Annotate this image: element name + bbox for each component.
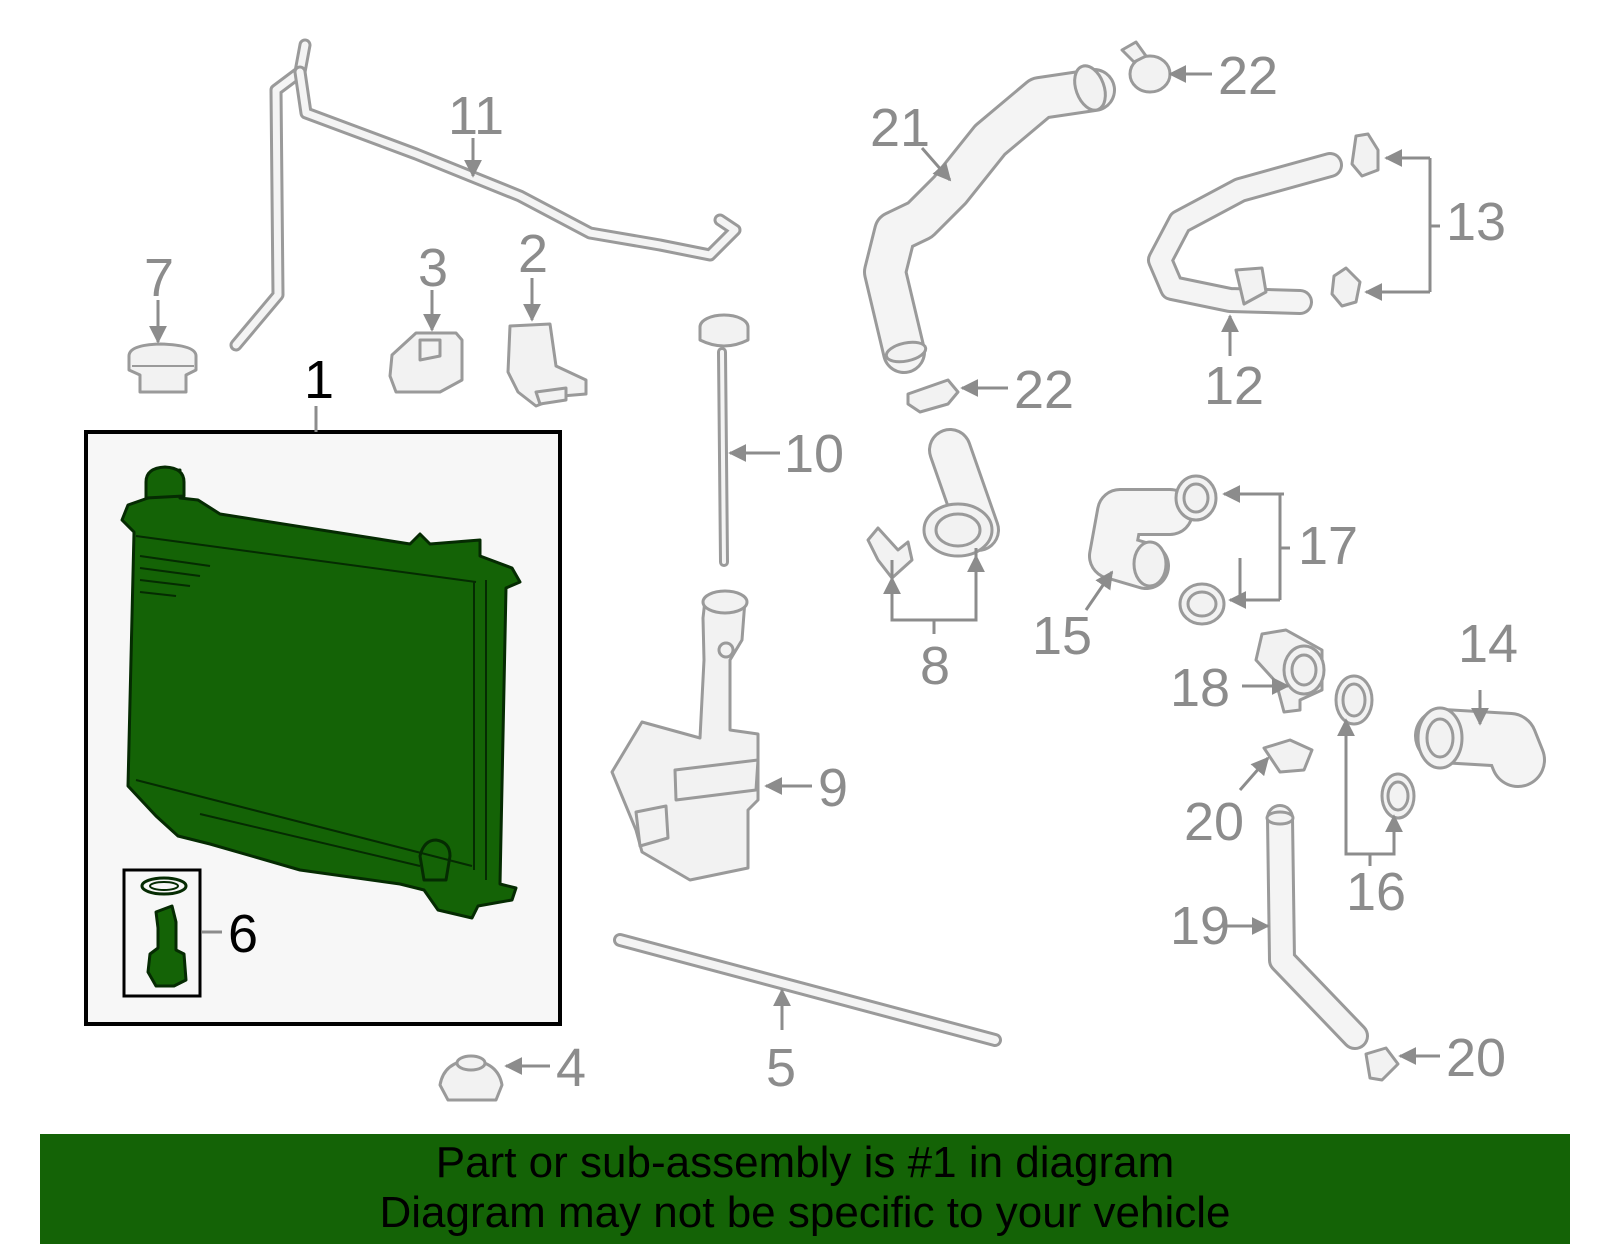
callout-21: 21 [870, 98, 930, 158]
part-20-clamp-lower [1364, 1046, 1400, 1082]
callout-3: 3 [418, 238, 448, 298]
part-5-seal-strip [613, 933, 1002, 1047]
part-18-housing [1254, 628, 1326, 714]
part-14-hose [1414, 706, 1546, 788]
callout-labels: 1 6 7 3 2 11 10 9 5 4 21 22 22 13 12 8 1… [144, 46, 1518, 1098]
part-13-clamps [1330, 132, 1380, 308]
callout-2: 2 [518, 224, 548, 284]
callout-22-lower: 22 [1014, 360, 1074, 420]
callout-14: 14 [1458, 614, 1518, 674]
callout-12: 12 [1204, 356, 1264, 416]
callout-5: 5 [766, 1038, 796, 1098]
banner-line-1: Part or sub-assembly is #1 in diagram [435, 1138, 1175, 1187]
callout-17: 17 [1298, 516, 1358, 576]
part-22-clamp-lower [906, 378, 960, 414]
part-22-clamp-upper [1120, 40, 1172, 94]
part-16-clamps [1334, 674, 1416, 820]
part-20-clamp-upper [1262, 738, 1314, 774]
part-8-elbow-and-clip [866, 428, 1000, 580]
part-19-hose [1265, 804, 1369, 1050]
part-11-tube [229, 38, 742, 352]
callout-4: 4 [556, 1038, 586, 1098]
callout-13: 13 [1446, 192, 1506, 252]
part-15-hose [1088, 488, 1194, 590]
part-4-insulator [438, 1054, 504, 1102]
callout-22-upper: 22 [1218, 46, 1278, 106]
callout-8: 8 [920, 636, 950, 696]
leader-lines [149, 65, 1489, 1075]
part-9-reservoir [610, 589, 760, 882]
part-6-drain-plug [122, 868, 202, 998]
part-3-bracket [388, 331, 464, 394]
callout-10: 10 [784, 424, 844, 484]
callout-19: 19 [1170, 896, 1230, 956]
banner-line-2: Diagram may not be specific to your vehi… [379, 1188, 1231, 1237]
part-7-radiator-cap [127, 342, 198, 394]
part-21-upper-hose [863, 64, 1116, 374]
part-2-bracket [506, 322, 588, 408]
callout-7: 7 [144, 248, 174, 308]
part-1-radiator [120, 465, 522, 920]
callout-6: 6 [228, 904, 258, 964]
callout-9: 9 [818, 758, 848, 818]
callout-18: 18 [1170, 658, 1230, 718]
callout-15: 15 [1032, 606, 1092, 666]
callout-1: 1 [304, 350, 334, 410]
callout-20-upper: 20 [1184, 792, 1244, 852]
part-10-filler-cap [698, 313, 750, 567]
part-17-clamps [1174, 474, 1226, 626]
callout-16: 16 [1346, 862, 1406, 922]
info-banner: Part or sub-assembly is #1 in diagram Di… [40, 1134, 1570, 1244]
part-12-hose [1147, 152, 1343, 315]
callout-20-lower: 20 [1446, 1028, 1506, 1088]
callout-11: 11 [448, 86, 504, 146]
